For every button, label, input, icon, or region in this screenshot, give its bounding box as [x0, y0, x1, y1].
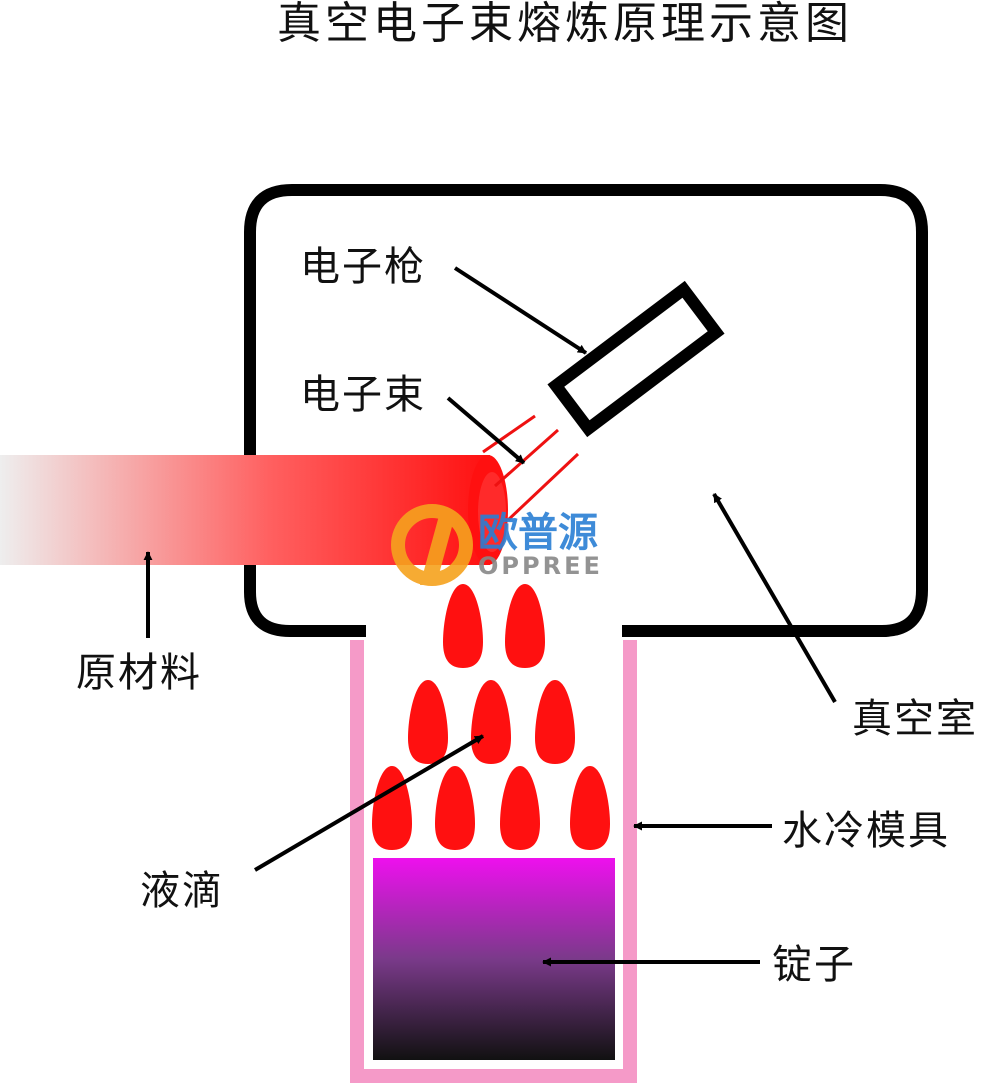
label-water-cooled-mold: 水冷模具 — [782, 808, 950, 854]
label-raw-material: 原材料 — [76, 650, 202, 696]
watermark-logo: 欧普源 OPPREE — [391, 504, 603, 586]
droplet — [471, 680, 511, 764]
arrow-beam — [446, 396, 526, 465]
label-ingot: 锭子 — [772, 942, 856, 988]
logo-mark-icon — [420, 512, 456, 585]
electron-gun — [547, 280, 725, 438]
droplet — [408, 680, 448, 764]
label-electron-gun: 电子枪 — [300, 244, 426, 290]
label-vacuum-chamber: 真空室 — [852, 696, 978, 742]
arrow-vacuum-chamber — [712, 492, 837, 704]
label-electron-beam: 电子束 — [300, 372, 426, 418]
droplet — [435, 766, 475, 850]
droplet — [535, 680, 575, 764]
diagram-title: 真空电子束熔炼原理示意图 — [277, 0, 853, 49]
label-droplets: 液滴 — [140, 868, 224, 914]
watermark-name-en: OPPREE — [478, 552, 603, 580]
droplet — [500, 766, 540, 850]
raw-material-bar — [0, 455, 508, 565]
droplet — [372, 766, 412, 850]
droplet — [505, 584, 545, 668]
arrow-gun — [453, 266, 588, 355]
ingot — [373, 858, 615, 1060]
electron-beam — [482, 414, 580, 522]
callout-arrows — [143, 266, 837, 967]
watermark-name-cn: 欧普源 — [478, 510, 598, 556]
droplets — [372, 584, 610, 850]
droplet — [570, 766, 610, 850]
droplet — [443, 584, 483, 668]
vacuum-chamber-outline — [244, 184, 928, 637]
water-cooled-mold — [350, 640, 637, 1083]
arrow-droplets — [253, 734, 485, 872]
